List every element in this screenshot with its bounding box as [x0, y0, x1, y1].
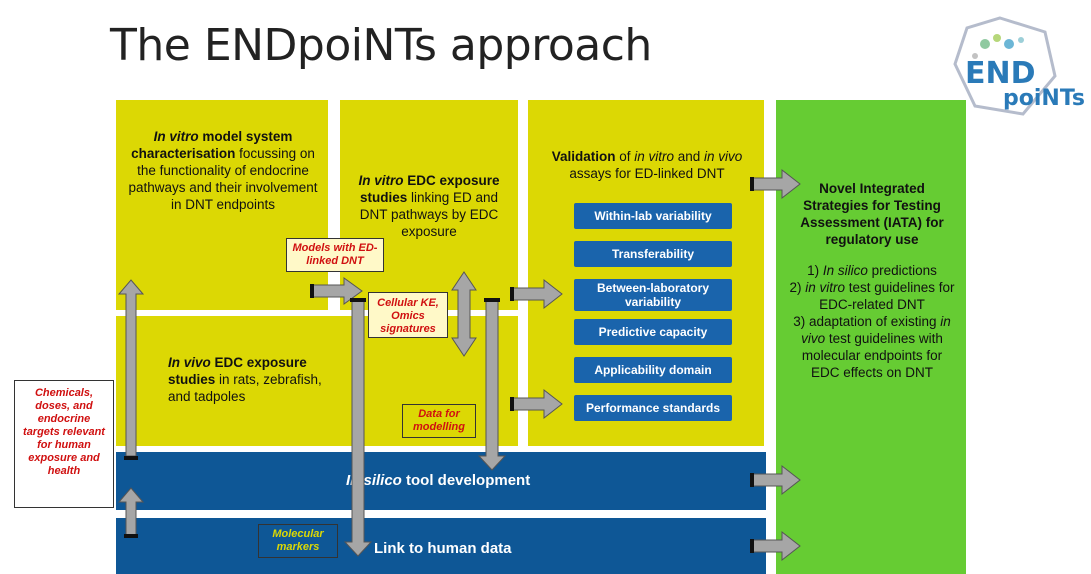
arrow-right-insilico: [751, 464, 801, 496]
iata-item-2: 2) in vitro test guidelines for EDC-rela…: [789, 280, 955, 312]
iata-item-1: 1) In silico predictions: [807, 263, 937, 278]
iata-heading: Novel Integrated Strategies for Testing …: [800, 181, 944, 247]
arrow-up-left-2: [117, 487, 145, 537]
validation-text: Validation of in vitro and in vivo assay…: [551, 149, 743, 181]
pill-transferability: Transferability: [573, 240, 733, 268]
arrow-right-iata: [751, 168, 801, 200]
label-molecular: Molecular markers: [258, 524, 338, 558]
label-cellular: Cellular KE, Omics signatures: [368, 292, 448, 338]
banner-human-data: [116, 518, 766, 574]
in-vivo-edc-text: In vivo EDC exposure studies in rats, ze…: [168, 355, 322, 404]
pill-applicability: Applicability domain: [573, 356, 733, 384]
arrow-down-molecular: [343, 299, 373, 557]
arrow-up-left-1: [117, 279, 145, 457]
pill-predictive: Predictive capacity: [573, 318, 733, 346]
logo-text-top: END: [965, 56, 1036, 91]
arrow-right-models: [311, 277, 363, 305]
banner-in-silico: [116, 452, 766, 510]
endpoints-logo: END poiNTs: [945, 14, 1085, 124]
logo-hexagon-icon: [953, 16, 1057, 116]
panel-iata: [776, 100, 966, 574]
pill-performance: Performance standards: [573, 394, 733, 422]
in-vitro-model-text: In vitro model system characterisation f…: [128, 129, 318, 212]
arrow-right-human: [751, 530, 801, 562]
panel-validation: [528, 100, 764, 446]
page-title: The ENDpoiNTs approach: [110, 20, 652, 71]
label-data: Data for modelling: [402, 404, 476, 438]
logo-text-bottom: poiNTs: [1003, 86, 1085, 111]
label-chemicals: Chemicals, doses, and endocrine targets …: [14, 380, 114, 508]
human-data-label: Link to human data: [374, 540, 512, 557]
pill-between-lab: Between-laboratory variability: [573, 278, 733, 312]
arrow-updown-cellular: [451, 271, 477, 357]
iata-item-3: 3) adaptation of existing in vivo test g…: [793, 314, 951, 380]
arrow-down-data: [477, 299, 507, 471]
pill-within-lab: Within-lab variability: [573, 202, 733, 230]
arrow-right-validation-1: [511, 278, 563, 310]
arrow-right-validation-2: [511, 388, 563, 420]
in-vitro-edc-text: In vitro EDC exposure studies linking ED…: [358, 173, 500, 239]
panel-in-vitro-edc: [340, 100, 518, 310]
panel-in-vitro-model: [116, 100, 328, 310]
label-models: Models with ED-linked DNT: [286, 238, 384, 272]
iata-items: 1) In silico predictions 2) in vitro tes…: [786, 262, 958, 381]
